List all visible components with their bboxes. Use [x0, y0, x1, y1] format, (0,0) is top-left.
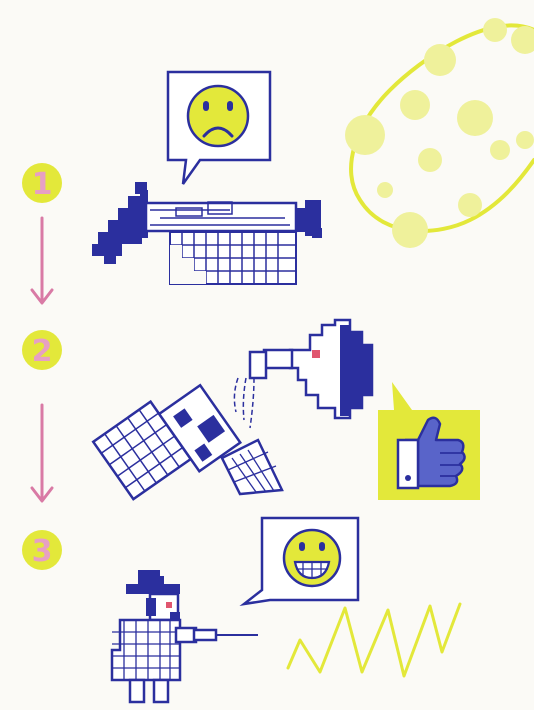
sad-face-speech-bubble	[168, 72, 270, 184]
down-arrow-icon	[32, 218, 52, 303]
sad-face-icon	[188, 86, 248, 146]
step-3-doctor-illustration	[112, 570, 258, 702]
step-number-2: 2	[32, 334, 53, 369]
cell-organism-icon	[345, 18, 534, 248]
grinning-face-speech-bubble	[244, 518, 358, 604]
thumbs-up-speech-bubble	[378, 382, 480, 500]
step-1-syringe-illustration	[92, 182, 322, 284]
step-number-3: 3	[32, 534, 53, 569]
step-2-tilted-figure	[93, 373, 240, 511]
step-marker-2: 2	[22, 330, 62, 370]
step-2-machine-illustration	[234, 320, 372, 428]
step-number-1: 1	[32, 167, 53, 202]
zigzag-wave-icon	[288, 604, 460, 676]
down-arrow-icon	[32, 405, 52, 501]
step-marker-1: 1	[22, 163, 62, 203]
grinning-face-icon	[284, 530, 340, 586]
step-marker-3: 3	[22, 530, 62, 570]
